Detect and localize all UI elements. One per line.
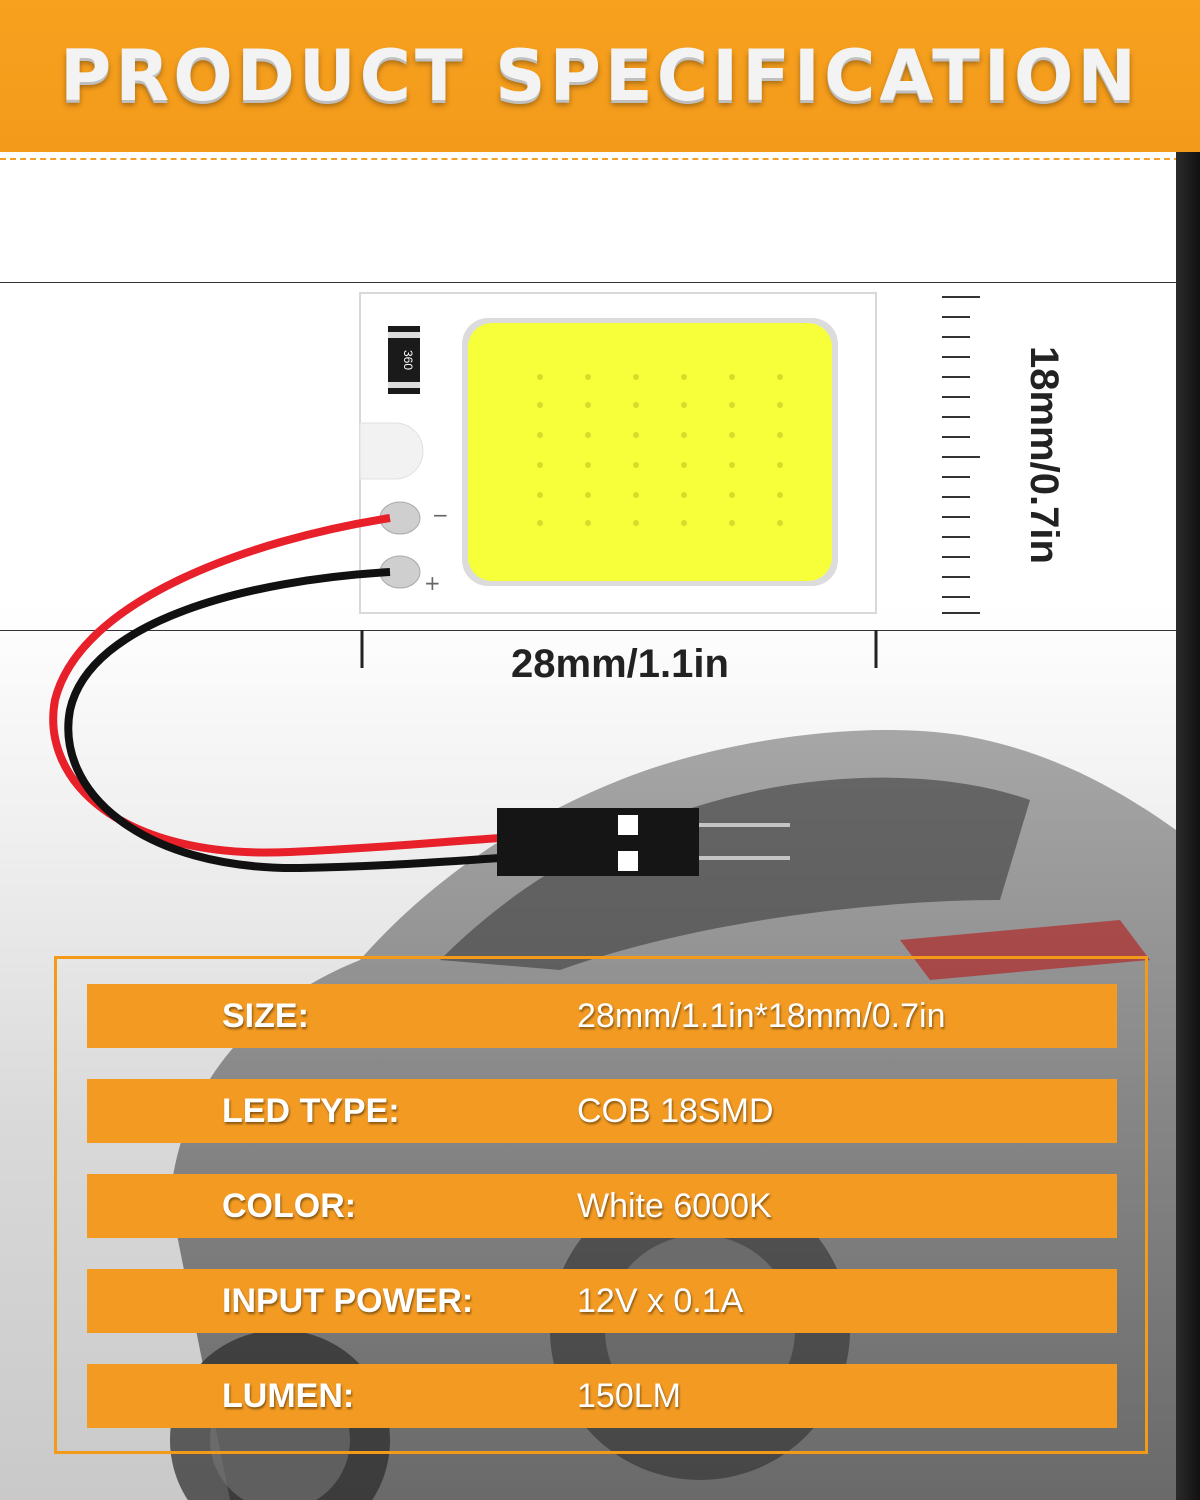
- resistor-marking: 360: [401, 350, 415, 370]
- spec-value: COB 18SMD: [577, 1091, 774, 1130]
- wire-connector: [497, 808, 699, 876]
- led-product-illustration: 360 − +: [49, 292, 980, 876]
- spec-key: LED TYPE:: [222, 1091, 400, 1130]
- header-banner: PRODUCT SPECIFICATION: [0, 0, 1200, 152]
- spec-table-frame: [54, 956, 1148, 1454]
- led-dots: [537, 374, 783, 526]
- height-ruler: [942, 296, 980, 614]
- led-chip: [468, 323, 832, 581]
- dashed-divider: [0, 158, 1180, 160]
- spec-key: LUMEN:: [222, 1376, 355, 1415]
- spec-key: INPUT POWER:: [222, 1281, 474, 1320]
- spec-row-led-type: LED TYPE: COB 18SMD: [87, 1079, 1117, 1143]
- spec-row-color: COLOR: White 6000K: [87, 1174, 1117, 1238]
- height-dimension-label: 18mm/0.7in: [1022, 346, 1066, 564]
- page-title: PRODUCT SPECIFICATION: [60, 35, 1140, 117]
- spec-value: 150LM: [577, 1376, 681, 1415]
- width-dimension-label: 28mm/1.1in: [511, 642, 729, 686]
- spec-value: 12V x 0.1A: [577, 1281, 744, 1320]
- spec-row-lumen: LUMEN: 150LM: [87, 1364, 1117, 1428]
- guide-line-top: [0, 282, 1176, 283]
- positive-sign: +: [424, 571, 441, 595]
- spec-value: White 6000K: [577, 1186, 772, 1225]
- spec-row-input-power: INPUT POWER: 12V x 0.1A: [87, 1269, 1117, 1333]
- spec-key: SIZE:: [222, 996, 309, 1035]
- black-wire: [64, 568, 501, 873]
- spec-key: COLOR:: [222, 1186, 357, 1225]
- negative-sign: −: [432, 503, 449, 527]
- spec-row-size: SIZE: 28mm/1.1in*18mm/0.7in: [87, 984, 1117, 1048]
- red-wire: [49, 514, 501, 857]
- spec-value: 28mm/1.1in*18mm/0.7in: [577, 996, 946, 1035]
- right-edge-bar: [1176, 152, 1200, 1500]
- guide-line-bottom: [0, 630, 1176, 631]
